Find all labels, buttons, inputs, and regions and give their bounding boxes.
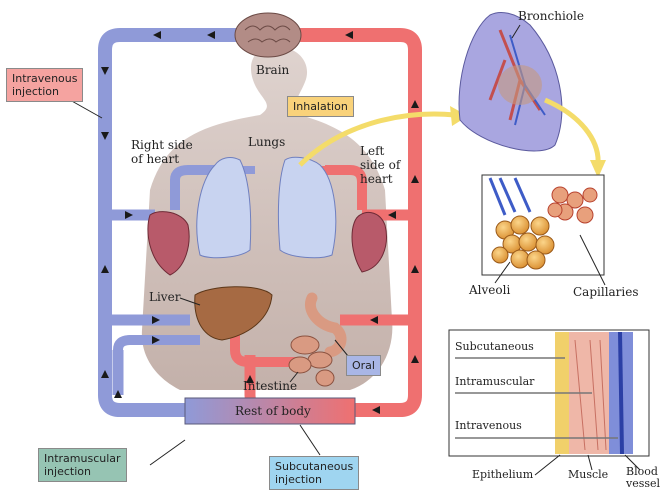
intestine-label: Intestine — [243, 379, 297, 393]
right-heart-label-line2: of heart — [131, 152, 193, 166]
intramuscular-injection-line2: injection — [44, 465, 121, 478]
subcutaneous-injection-line1: Subcutaneous — [275, 460, 353, 473]
intramuscular-injection-label: Intramuscular injection — [38, 448, 127, 482]
subcutaneous-callout-line — [300, 425, 320, 455]
intravenous-injection-label: Intravenous injection — [6, 68, 83, 102]
inset-subcutaneous-label: Subcutaneous — [455, 340, 534, 354]
intramuscular-callout-line — [150, 440, 185, 465]
left-heart-label-line3: heart — [360, 172, 400, 186]
subcutaneous-injection-label: Subcutaneous injection — [269, 456, 359, 490]
bronchiole-lung — [459, 12, 562, 151]
left-heart-label-line2: side of — [360, 158, 400, 172]
alveoli-label: Alveoli — [469, 283, 510, 297]
rest-of-body-label: Rest of body — [235, 404, 311, 418]
brain-organ — [235, 13, 301, 57]
muscle-label: Muscle — [568, 468, 608, 482]
blood-vessel-label: Blood vessel — [626, 466, 660, 490]
lungs-label: Lungs — [248, 135, 285, 149]
epithelium-label: Epithelium — [472, 468, 533, 482]
blood-vessel-wall — [620, 332, 622, 454]
epithelium-pointer — [535, 455, 560, 475]
left-heart-label: Left side of heart — [360, 144, 400, 186]
subcutaneous-injection-line2: injection — [275, 473, 353, 486]
left-heart-label-line1: Left — [360, 144, 400, 158]
brain-label: Brain — [256, 63, 289, 77]
inhalation-label: Inhalation — [287, 96, 354, 117]
oral-label: Oral — [346, 355, 381, 376]
intravenous-callout-line — [70, 100, 102, 118]
liver-label: Liver — [149, 290, 180, 304]
capillaries-label: Capillaries — [573, 285, 639, 299]
intramuscular-injection-line1: Intramuscular — [44, 452, 121, 465]
intravenous-injection-line2: injection — [12, 85, 77, 98]
intravenous-injection-line1: Intravenous — [12, 72, 77, 85]
right-heart-label: Right side of heart — [131, 138, 193, 166]
blood-vessel-label-line2: vessel — [626, 478, 660, 490]
right-heart-label-line1: Right side — [131, 138, 193, 152]
inset-intravenous-label: Intravenous — [455, 419, 522, 433]
inset-intramuscular-label: Intramuscular — [455, 375, 534, 389]
bronchiole-label: Bronchiole — [518, 9, 584, 23]
